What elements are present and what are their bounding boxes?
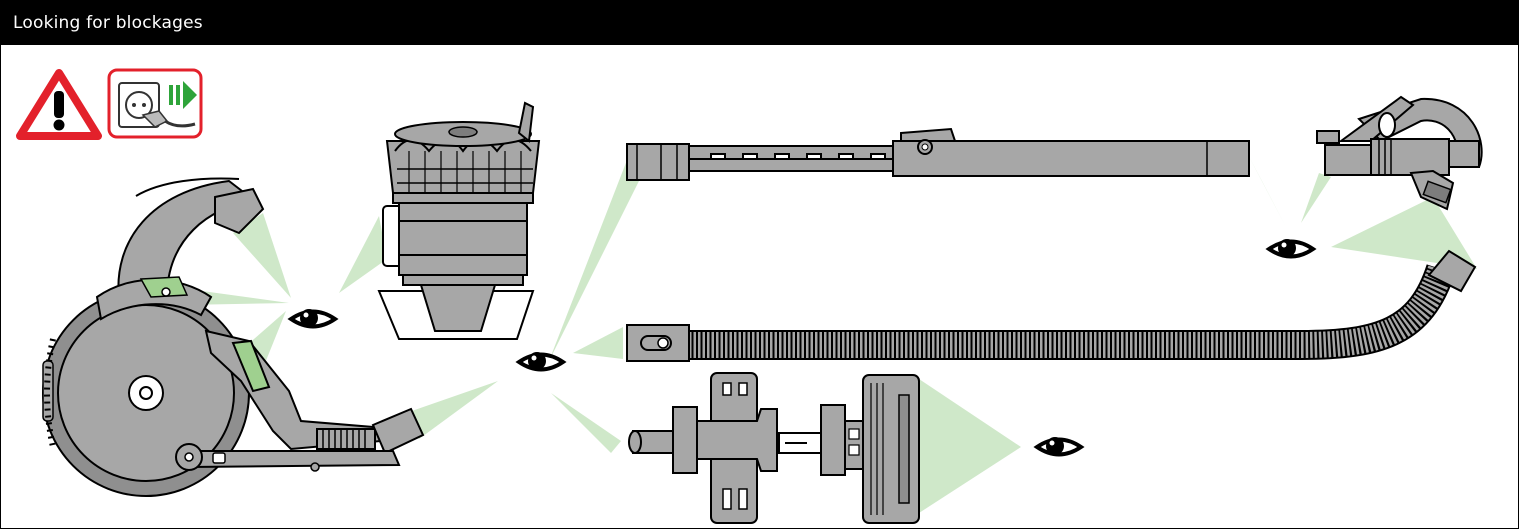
brush-head <box>778 374 920 524</box>
header-bar: Looking for blockages <box>1 1 1518 45</box>
eye-icon <box>289 307 337 329</box>
eye-icon <box>517 350 565 372</box>
page-title: Looking for blockages <box>13 13 203 33</box>
warning-triangle-icon <box>16 69 102 140</box>
cyclone-bin <box>377 101 541 340</box>
wand-tube <box>626 127 1250 181</box>
unplug-icon <box>107 68 203 139</box>
eye-icon <box>1035 435 1083 457</box>
eye-icon <box>1267 237 1315 259</box>
handle <box>1316 95 1483 211</box>
blockage-diagram <box>16 68 1483 524</box>
flexible-hose <box>626 249 1477 362</box>
stair-tool <box>628 372 778 524</box>
vacuum-body <box>42 177 425 497</box>
